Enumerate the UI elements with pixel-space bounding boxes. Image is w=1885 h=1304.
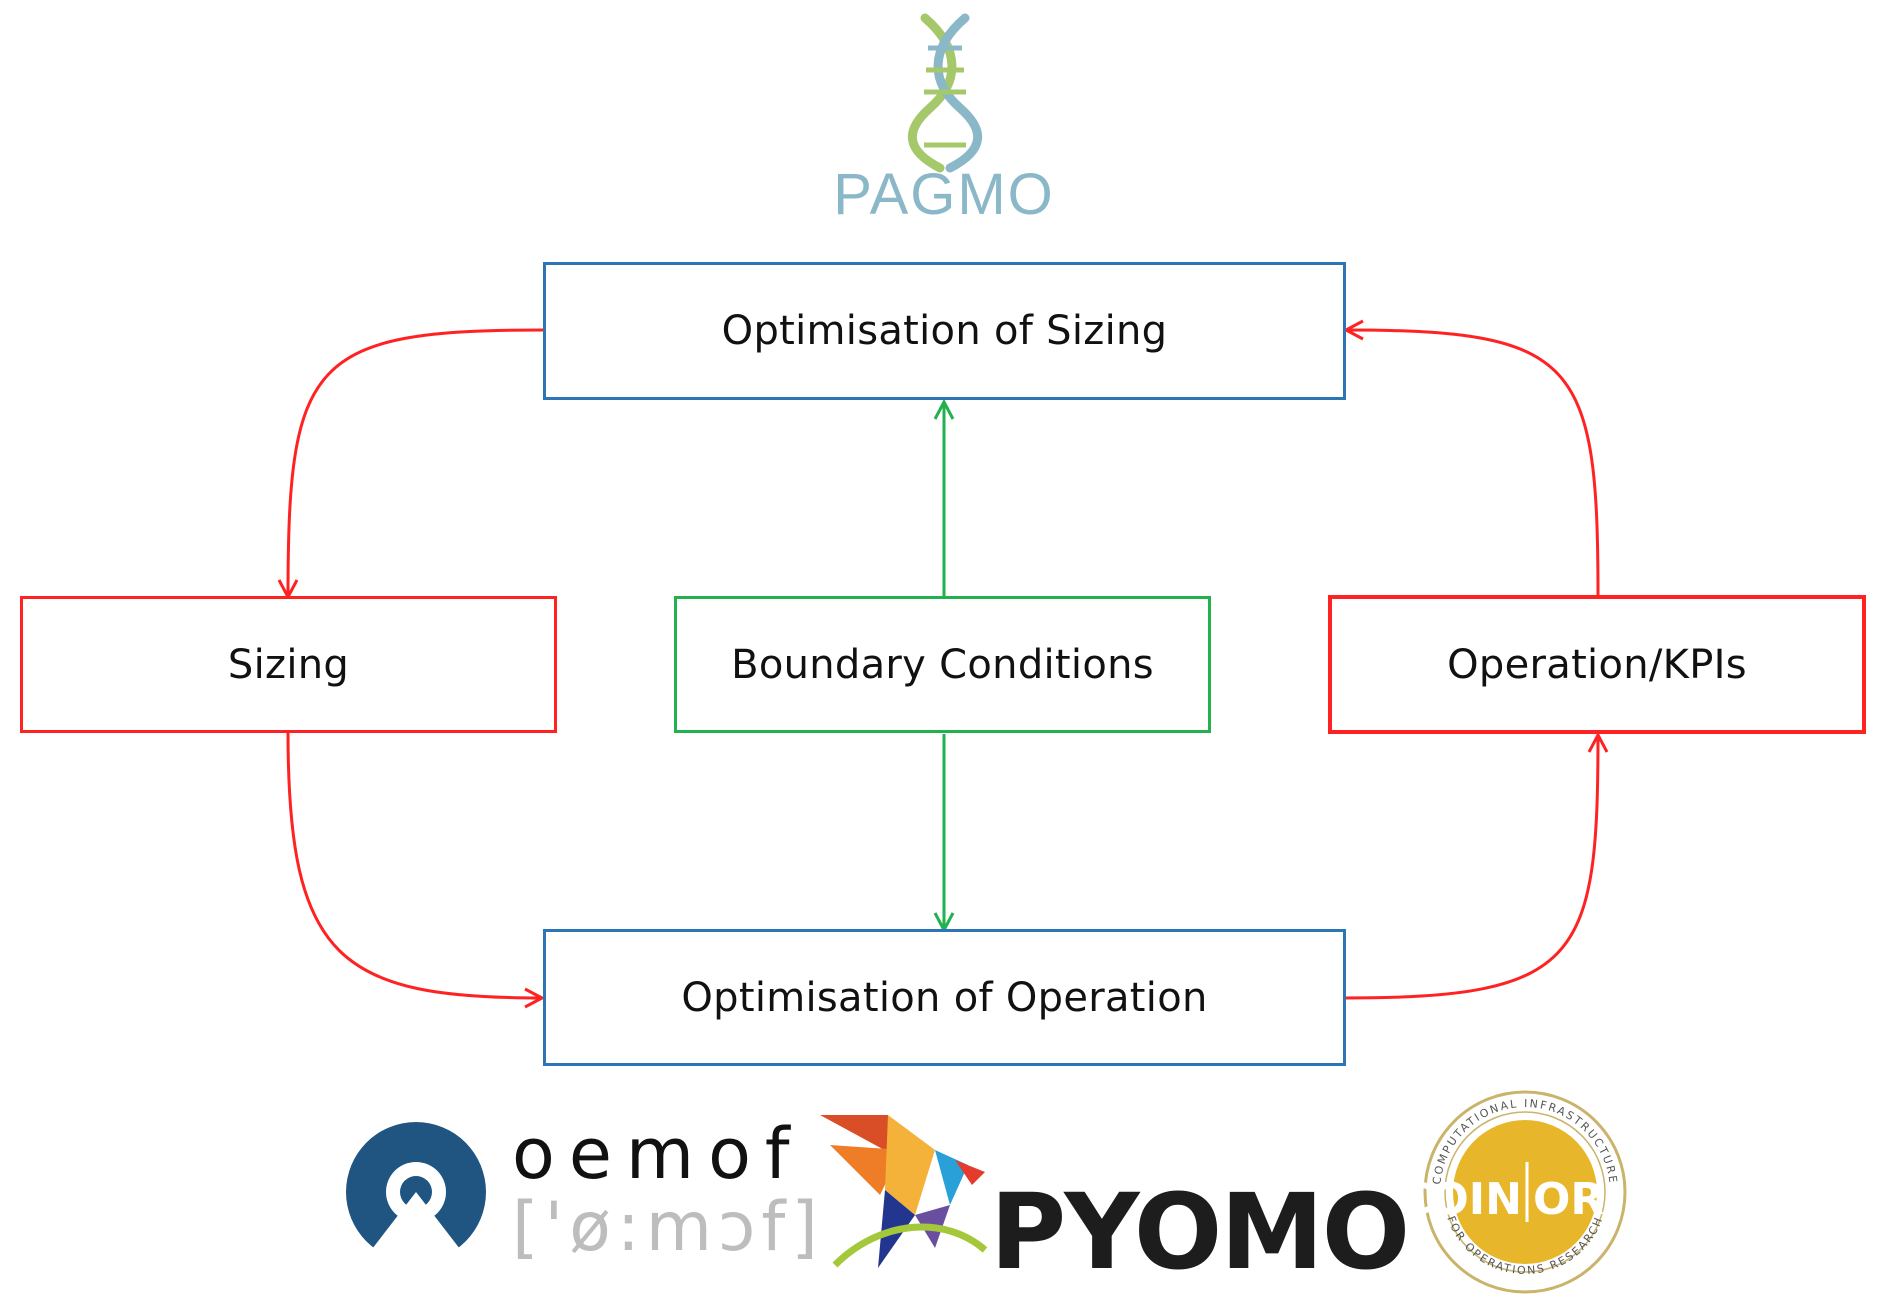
pyomo-logo-mark — [820, 1115, 988, 1268]
node-boundary-conditions-label: Boundary Conditions — [731, 641, 1154, 688]
pagmo-logo — [908, 13, 982, 173]
pyomo-label: PYOMO — [990, 1171, 1408, 1293]
node-sizing: Sizing — [20, 596, 557, 733]
node-sizing-label: Sizing — [227, 641, 350, 688]
arrow-operation-opt-to-kpis — [1344, 735, 1598, 1000]
pagmo-label: PAGMO — [833, 162, 1055, 227]
arrow-sizing-opt-to-sizing — [288, 328, 544, 597]
node-boundary-conditions: Boundary Conditions — [674, 596, 1211, 733]
node-optimisation-of-sizing-label: Optimisation of Sizing — [721, 308, 1168, 354]
coinor-left-label: COIN — [1399, 1174, 1522, 1225]
arrow-sizing-to-operation-opt — [286, 731, 542, 998]
node-optimisation-of-sizing: Optimisation of Sizing — [543, 262, 1346, 400]
node-operation-kpis-label: Operation/KPIs — [1447, 641, 1747, 688]
oemof-label: oemof — [512, 1113, 804, 1195]
node-optimisation-of-operation: Optimisation of Operation — [543, 929, 1346, 1066]
arrow-kpis-to-sizing-opt — [1346, 330, 1600, 596]
oemof-phonetic-label: ['ø:mɔf] — [512, 1188, 824, 1267]
node-optimisation-of-operation-label: Optimisation of Operation — [681, 974, 1208, 1021]
coinor-right-label: OR — [1533, 1174, 1604, 1225]
node-operation-kpis: Operation/KPIs — [1328, 595, 1866, 734]
oemof-logo-mark — [346, 1122, 486, 1262]
coinor-logo — [1423, 1090, 1627, 1294]
